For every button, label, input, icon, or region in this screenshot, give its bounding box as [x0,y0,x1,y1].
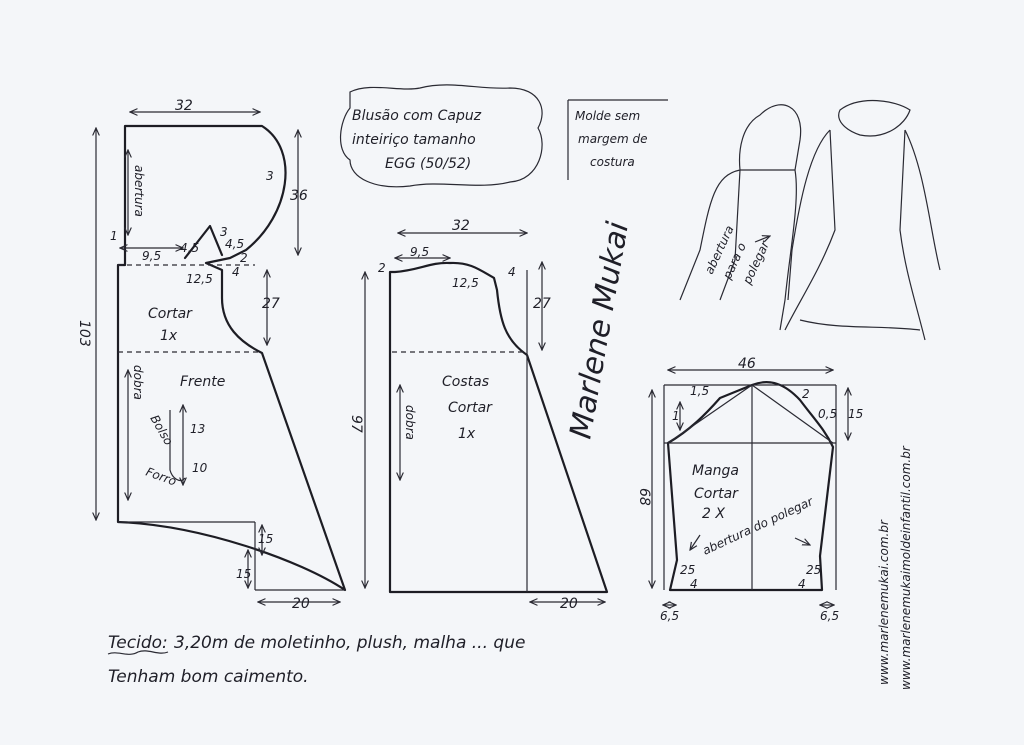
hood-curve-label: 3 [266,169,274,183]
front-outline [116,124,347,592]
pocket-label: Bolso [147,413,175,448]
front-figure [784,99,941,341]
sleeve-left-65: 6,5 [660,609,679,623]
pocket-h2: 10 [192,461,208,475]
front-armhole-label: 27 [262,296,280,312]
sleeve-cut-label: Cortar [694,486,739,502]
sleeve-left-25: 25 [680,563,695,577]
back-fold-label: dobra [403,405,417,440]
back-length-label: 97 [348,415,364,433]
back-left-2: 2 [378,261,386,275]
back-shoulder-4: 4 [508,265,516,279]
front-width-label: 32 [175,98,193,114]
website-2: www.marlenemukaimoldeinfantil.com.br [899,445,913,690]
back-figure [679,104,802,331]
garment-sketch [679,99,941,341]
cap-line-right [751,384,834,444]
note-frame [567,99,668,180]
cap-height-15: 15 [848,407,863,421]
front-neck-curve: 12,5 [186,272,213,286]
fabric-underline [107,650,169,655]
back-width-label: 32 [452,218,470,234]
front-fold-label: dobra [131,365,145,400]
thumb-opening-label: abertura do polegar [700,494,816,558]
sleeve-length-label: 68 [636,488,652,506]
sleeve-piece [652,370,848,605]
sketch-arrow [754,236,770,243]
cap-line-left [667,384,753,444]
front-cut-qty: 1x [160,328,178,344]
cap-left-15: 1,5 [690,384,709,398]
sleeve-right-25: 25 [806,563,821,577]
back-outline [388,261,609,594]
sleeve-left-4: 4 [690,577,698,591]
sleeve-right-4: 4 [798,577,806,591]
front-bottom-20: 20 [292,596,310,612]
thumb-arrow-right [794,537,810,545]
signature: Marlene Mukai [563,219,636,442]
front-length-label: 103 [76,320,92,347]
back-piece [365,233,609,602]
sleeve-right-05: 0,5 [818,407,837,421]
opening-label: abertura [132,165,146,217]
neck-width-label: 9,5 [142,249,161,263]
sleeve-outline [666,381,835,592]
hood-dart [183,224,224,260]
hood-height-label: 36 [290,188,308,204]
title-line2: inteiriço tamanho [352,132,476,148]
thumb-arrow-left [690,534,701,550]
margin-note-1: Molde sem [575,109,640,123]
title-cloud [339,84,543,188]
sleeve-cut-qty: 2 X [702,506,725,522]
front-piece [96,112,347,602]
dart-a-label: 4,5 [180,241,199,255]
sleeve-width-label: 46 [738,356,756,372]
website-1: www.marlenemukai.com.br [877,519,891,685]
front-small-4: 4 [232,265,240,279]
back-armhole-label: 27 [533,296,551,312]
sleeve-left-1: 1 [672,409,680,423]
fabric-line2: Tenham bom caimento. [108,667,309,687]
back-name: Costas [442,374,489,390]
hem-15a: 15 [258,532,273,546]
lining-label: Forro [144,465,178,489]
cap-right-2: 2 [802,387,810,401]
back-cut-label: Cortar [448,400,493,416]
front-name: Frente [180,374,225,390]
front-side-2: 2 [240,251,248,265]
title-line3: EGG (50/52) [385,156,471,172]
back-neck-label: 9,5 [410,245,429,259]
back-cut-qty: 1x [458,426,476,442]
pocket-shape [169,410,186,482]
back-bottom-20: 20 [560,596,578,612]
margin-note-2: margem de [578,132,647,146]
hem-15b: 15 [236,567,251,581]
sleeve-right-65: 6,5 [820,609,839,623]
back-neck-curve: 12,5 [452,276,479,290]
front-cut-label: Cortar [148,306,193,322]
fabric-line1: 3,20m de moletinho, plush, malha ... que [174,633,525,653]
dart-tip-label: 3 [220,225,228,239]
dart-b-label: 4,5 [225,237,244,251]
title-line1: Blusão com Capuz [352,108,482,124]
fabric-label: Tecido: [108,633,168,653]
pocket-h1: 13 [190,422,205,436]
front-side-1: 1 [110,229,118,243]
sleeve-name: Manga [692,463,739,479]
margin-note-3: costura [590,155,635,169]
